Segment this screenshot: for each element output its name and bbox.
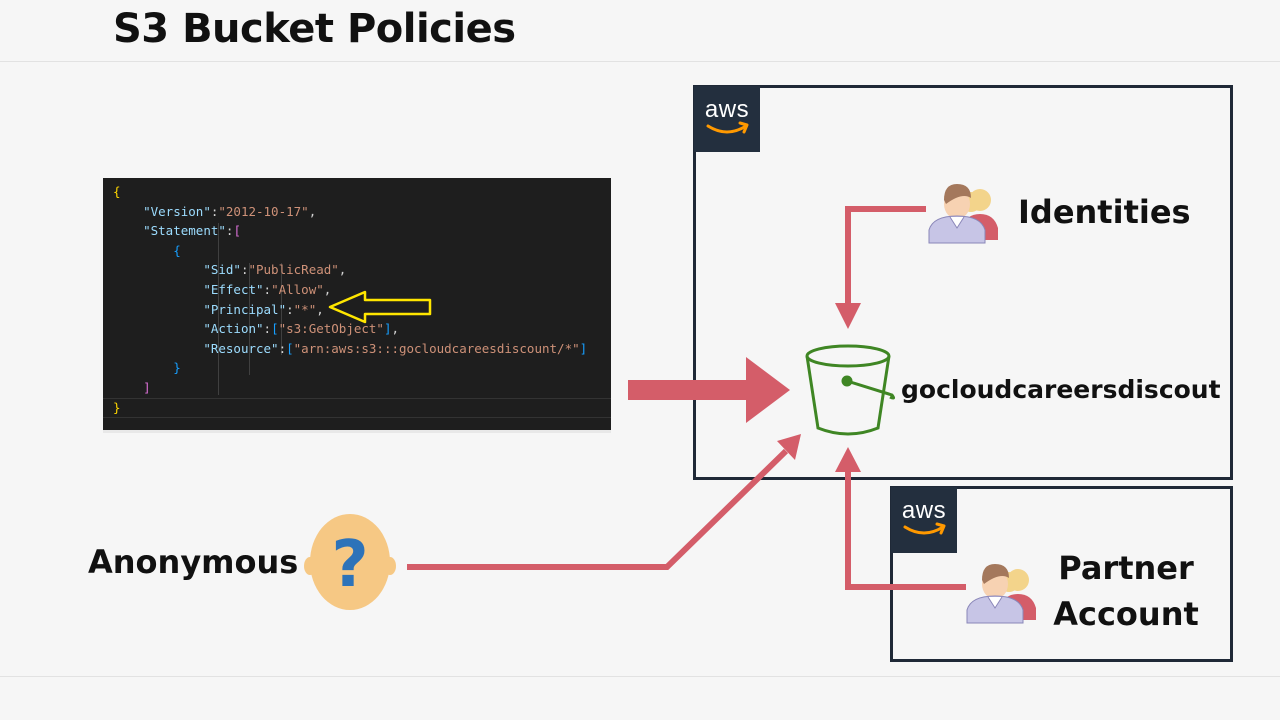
code-token: , — [323, 282, 332, 297]
header-divider — [0, 61, 1280, 62]
code-token: "s3:GetObject" — [278, 321, 384, 337]
code-token: ] — [579, 340, 588, 356]
code-token: [ — [286, 340, 294, 356]
bucket-name-label: gocloudcareersdiscout — [901, 375, 1221, 404]
identities-arrowhead — [835, 303, 861, 329]
code-token: : — [225, 223, 234, 239]
code-token: : — [278, 340, 287, 356]
code-token: [ — [271, 321, 279, 337]
code-line: "Version":"2012-10-17", — [113, 204, 316, 219]
aws-logo-partner: aws — [891, 487, 957, 553]
code-token: "Action" — [203, 321, 264, 337]
code-token: "Sid" — [203, 262, 241, 278]
code-token: , — [308, 203, 317, 219]
code-token: "Statement" — [143, 223, 226, 239]
anonymous-arrowhead — [777, 434, 801, 460]
code-token: { — [113, 184, 121, 199]
aws-logo-text: aws — [901, 497, 947, 524]
code-line: } — [113, 360, 181, 375]
code-token: "Effect" — [203, 282, 264, 297]
code-token: } — [173, 360, 181, 376]
active-line-highlight — [103, 398, 611, 418]
code-line: "Effect":"Allow", — [113, 282, 331, 297]
code-token: { — [173, 242, 181, 258]
code-token: : — [210, 203, 219, 219]
question-mark: ? — [331, 528, 368, 602]
code-line: "Sid":"PublicRead", — [113, 262, 346, 277]
partner-label-line1: Partner — [1058, 549, 1194, 587]
code-token: [ — [233, 223, 241, 239]
code-token: : — [263, 321, 272, 337]
code-token: : — [263, 282, 272, 297]
code-token: "Principal" — [203, 301, 287, 317]
code-line: { — [113, 184, 121, 199]
indent-guide — [249, 263, 250, 375]
code-line: "Resource":["arn:aws:s3:::gocloudcareesd… — [113, 341, 587, 356]
s3-bucket-icon — [805, 344, 896, 436]
code-line: } — [113, 400, 121, 415]
aws-smile-icon — [706, 121, 749, 134]
policy-to-bucket-arrow — [628, 357, 790, 423]
code-token: "PublicRead" — [248, 262, 339, 278]
partner-users-icon — [966, 564, 1036, 624]
code-token: "Resource" — [203, 340, 279, 356]
code-token: , — [316, 301, 324, 317]
identities-to-bucket-arrow — [845, 206, 926, 305]
code-token: : — [286, 301, 294, 317]
code-token: } — [113, 399, 121, 415]
code-line: "Statement":[ — [113, 223, 241, 238]
principal-highlight-arrow — [328, 290, 432, 324]
code-line: ] — [113, 380, 151, 395]
code-token: "2012-10-17" — [218, 203, 309, 219]
code-token: "arn:aws:s3:::gocloudcareesdiscount/*" — [293, 340, 580, 356]
footer-divider — [0, 676, 1280, 677]
page-title: S3 Bucket Policies — [113, 6, 516, 52]
code-token: ] — [383, 321, 392, 337]
indent-guide — [281, 263, 282, 355]
identities-users-icon — [928, 184, 998, 244]
code-line: "Principal":"*", — [113, 301, 324, 317]
bucket-policy-code: { "Version":"2012-10-17", "Statement":[ … — [103, 178, 611, 433]
code-token: "Allow" — [271, 282, 324, 297]
partner-arrowhead — [835, 447, 861, 472]
partner-label-line2: Account — [1053, 595, 1199, 633]
code-token: , — [391, 321, 400, 337]
code-token: "Version" — [143, 203, 211, 219]
code-line: "Action":["s3:GetObject"], — [113, 321, 399, 336]
aws-smile-icon — [903, 522, 946, 535]
code-token: : — [240, 262, 249, 278]
code-line: { — [113, 243, 181, 258]
code-token: "*" — [293, 301, 317, 317]
code-token: ] — [143, 380, 151, 395]
aws-logo: aws — [694, 86, 760, 152]
anonymous-face-icon: ? — [304, 514, 396, 610]
aws-logo-text: aws — [704, 96, 750, 123]
indent-guide — [218, 223, 219, 395]
anonymous-to-bucket-arrow — [407, 448, 789, 570]
partner-account-box — [890, 486, 1233, 662]
anonymous-label: Anonymous — [88, 543, 299, 581]
code-token: , — [338, 262, 347, 278]
partner-account-label: Partner Account — [1040, 545, 1212, 637]
aws-account-box — [693, 85, 1233, 480]
partner-to-bucket-arrow — [845, 470, 966, 590]
identities-label: Identities — [1018, 193, 1191, 231]
